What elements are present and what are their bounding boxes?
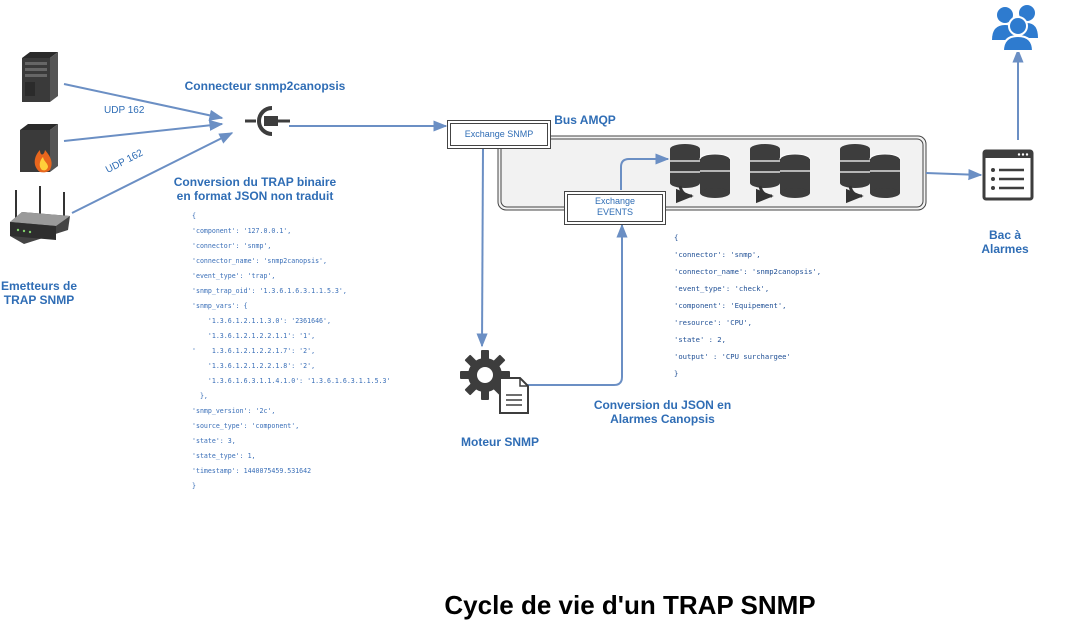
code-line: },	[192, 392, 208, 400]
code-line: 'event_type': 'check',	[674, 284, 770, 293]
bac-label: Bac à Alarmes	[970, 228, 1040, 256]
code-line: 'snmp_vars': {	[192, 302, 248, 310]
udp-label-1: UDP 162	[104, 105, 145, 116]
code-line: 'source_type': 'component',	[192, 422, 300, 430]
exchange-snmp-box: Exchange SNMP	[450, 123, 548, 146]
engine-label: Moteur SNMP	[445, 435, 555, 449]
flow-arrows	[63, 48, 1024, 386]
conversion-trap-line-2: en format JSON non traduit	[176, 189, 334, 203]
code-line: '1.3.6.1.2.1.2.2.1.1': '1',	[192, 332, 316, 340]
bus-label-text: Bus AMQP	[554, 113, 616, 127]
users-icon	[992, 5, 1038, 52]
code-line: 'snmp_version': '2c',	[192, 407, 276, 415]
server-icon	[22, 52, 58, 102]
conversion-trap-label: Conversion du TRAP binaire en format JSO…	[160, 175, 350, 203]
json-raw-block: { 'component': '127.0.0.1', 'connector': '…	[192, 209, 391, 494]
conversion-json-line-1: Conversion du JSON en	[593, 398, 732, 412]
database-icon	[670, 144, 901, 204]
bac-line-1: Bac à	[988, 228, 1022, 242]
code-line: 'resource': 'CPU',	[674, 318, 752, 327]
code-line: 'output' : 'CPU surchargee'	[674, 352, 791, 361]
conversion-json-line-2: Alarmes Canopsis	[610, 412, 715, 426]
conversion-trap-line-1: Conversion du TRAP binaire	[173, 175, 337, 189]
code-line: 'connector': 'snmp',	[192, 242, 272, 250]
exchange-events-box: Exchange EVENTS	[567, 194, 663, 222]
json-alarm-block: { 'connector': 'snmp', 'connector_name': '…	[674, 229, 821, 382]
code-line: 'state' : 2,	[674, 335, 726, 344]
code-line: ' 1.3.6.1.2.1.2.2.1.7': '2',	[192, 347, 316, 355]
exchange-snmp-label: Exchange SNMP	[464, 129, 534, 139]
firewall-icon	[20, 124, 58, 173]
exchange-events-label-2: EVENTS	[596, 207, 633, 217]
code-line: 'component': '127.0.0.1',	[192, 227, 292, 235]
code-line: 'snmp_trap_oid': '1.3.6.1.6.3.1.1.5.3',	[192, 287, 347, 295]
list-icon	[982, 149, 1034, 201]
engine-label-text: Moteur SNMP	[461, 435, 539, 449]
emitters-line-1: Emetteurs de	[0, 279, 78, 293]
code-line: {	[674, 233, 679, 242]
conversion-json-label: Conversion du JSON en Alarmes Canopsis	[575, 398, 750, 426]
document-icon	[499, 377, 529, 414]
connector-label: Connecteur snmp2canopsis	[170, 79, 360, 93]
router-icon	[10, 186, 70, 244]
code-line: 'state_type': 1,	[192, 452, 256, 460]
code-line: '1.3.6.1.2.1.1.3.0': '2361646',	[192, 317, 331, 325]
code-line: '1.3.6.1.6.3.1.1.4.1.0': '1.3.6.1.6.3.1.…	[192, 377, 391, 385]
code-line: {	[192, 212, 196, 220]
code-line: }	[192, 482, 196, 490]
bus-label: Bus AMQP	[545, 113, 625, 127]
code-line: 'connector_name': 'snmp2canopsis',	[192, 257, 327, 265]
code-line: 'state': 3,	[192, 437, 236, 445]
code-line: 'event_type': 'trap',	[192, 272, 276, 280]
emitters-label: Emetteurs de TRAP SNMP	[0, 279, 78, 307]
connector-label-text: Connecteur snmp2canopsis	[184, 79, 346, 93]
code-line: '1.3.6.1.2.1.2.2.1.8': '2',	[192, 362, 316, 370]
code-line: 'timestamp': 1440075459.531642	[192, 467, 312, 475]
code-line: 'component': 'Equipement',	[674, 301, 787, 310]
plug-icon	[245, 106, 290, 136]
code-line: 'connector': 'snmp',	[674, 250, 761, 259]
emitters-line-2: TRAP SNMP	[3, 293, 75, 307]
bac-line-2: Alarmes	[981, 242, 1029, 256]
exchange-events-label-1: Exchange	[594, 196, 636, 206]
code-line: 'connector_name': 'snmp2canopsis',	[674, 267, 822, 276]
code-line: }	[674, 369, 679, 378]
gear-icon	[460, 350, 510, 400]
page-title: Cycle de vie d'un TRAP SNMP	[444, 590, 816, 620]
